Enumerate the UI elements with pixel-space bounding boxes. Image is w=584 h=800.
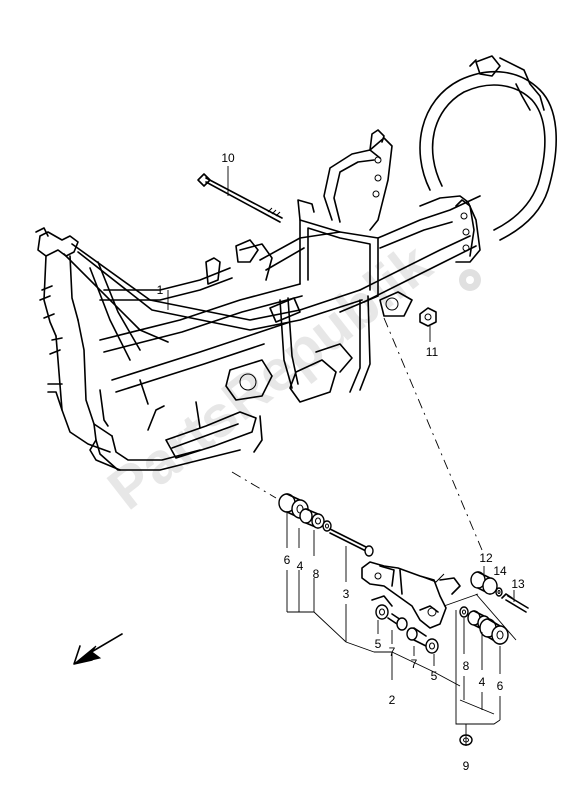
callout-8-left: 8 xyxy=(313,567,320,581)
callout-8-right: 8 xyxy=(463,659,470,673)
callout-5-left: 5 xyxy=(375,637,382,651)
bush-5-left[interactable] xyxy=(375,604,389,620)
washer-8-right[interactable] xyxy=(459,606,469,618)
washer-14[interactable] xyxy=(495,587,503,597)
callout-4-right: 4 xyxy=(479,675,486,689)
bolt-3[interactable] xyxy=(329,528,374,557)
pin-7-left[interactable] xyxy=(387,613,408,631)
pin-7-right[interactable] xyxy=(406,627,427,647)
callout-12: 12 xyxy=(479,551,493,565)
callout-14: 14 xyxy=(493,564,507,578)
callout-7-right: 7 xyxy=(411,657,418,671)
leader-lines xyxy=(167,166,517,746)
front-direction-arrow-icon xyxy=(73,633,123,665)
callout-9: 9 xyxy=(463,759,470,773)
bolt-10[interactable] xyxy=(197,173,283,223)
link-bracket[interactable] xyxy=(361,561,461,629)
spacer-12[interactable] xyxy=(470,571,498,595)
callout-5-right: 5 xyxy=(431,669,438,683)
bush-5-right[interactable] xyxy=(425,638,439,654)
collar-4-left[interactable] xyxy=(299,508,325,529)
frame-body[interactable] xyxy=(35,55,557,471)
washer-8-left[interactable] xyxy=(322,520,332,532)
callout-2: 2 xyxy=(389,693,396,707)
bolt-13[interactable] xyxy=(501,593,529,613)
callout-6-right: 6 xyxy=(497,679,504,693)
callout-6-left: 6 xyxy=(284,553,291,567)
callout-4-left: 4 xyxy=(297,559,304,573)
bushing-6-right[interactable] xyxy=(479,618,509,645)
nut-11[interactable] xyxy=(419,307,437,327)
callout-13: 13 xyxy=(511,577,525,591)
callout-10: 10 xyxy=(221,151,235,165)
callout-3: 3 xyxy=(343,587,350,601)
callout-1: 1 xyxy=(157,283,164,297)
callout-7-left: 7 xyxy=(389,645,396,659)
callout-11: 11 xyxy=(426,345,439,359)
callout-labels: 10 1 11 12 14 13 3 6 4 8 5 7 7 5 8 4 6 2… xyxy=(157,151,525,773)
